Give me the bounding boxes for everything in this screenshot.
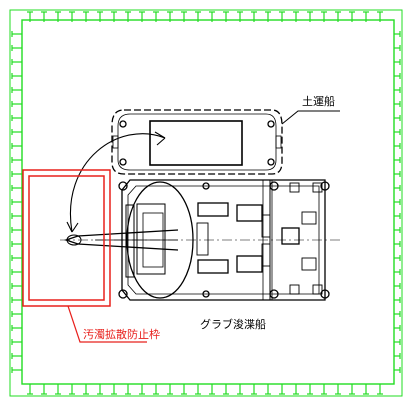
spud-well: [289, 284, 300, 295]
spud-well: [312, 182, 323, 193]
fender: [112, 135, 119, 149]
silt-frame-label: 汚濁拡散防止枠: [83, 327, 160, 341]
silt-fence-enclosure: [9, 9, 403, 397]
deck-fitting: [261, 243, 271, 267]
bollard: [202, 182, 210, 190]
bollard: [118, 289, 128, 299]
dredger-bow-frame: [125, 204, 135, 278]
barge-label: 土運船: [302, 94, 335, 108]
barge-hull-inner: [117, 113, 277, 171]
bollard: [118, 181, 128, 191]
stern-fitting: [301, 211, 317, 225]
spud-well: [312, 284, 323, 295]
crane-base: [136, 203, 166, 275]
bollard: [119, 120, 127, 128]
dredger-label: グラブ浚渫船: [200, 317, 266, 331]
bollard: [267, 120, 275, 128]
dredger-hull-inner: [127, 185, 320, 295]
bollard: [269, 181, 279, 191]
silt-frame-outer: [22, 169, 111, 307]
arrow-head-down: [66, 221, 79, 233]
bollard: [202, 290, 210, 298]
bollard: [267, 158, 275, 166]
arrow-head-right: [154, 131, 166, 146]
bollard: [320, 181, 330, 191]
fence-posts: [11, 11, 401, 395]
control-house: [281, 227, 300, 245]
silt-frame-inner: [28, 175, 105, 301]
barge: [111, 109, 283, 175]
boom-rest: [196, 222, 209, 256]
barge-hold: [149, 120, 243, 166]
fence-outer-line: [9, 9, 403, 397]
silt-frame-leader-line: [67, 305, 147, 343]
swing-arc-path: [69, 133, 166, 233]
silt-frame: [22, 169, 147, 343]
deck-winch: [197, 202, 229, 217]
deck-house: [236, 255, 263, 273]
grab-dredger: [118, 179, 330, 301]
barge-leader-line: [281, 110, 340, 125]
spud-well: [289, 182, 300, 193]
barge-hull: [111, 109, 283, 175]
barge-label-group: 土運船: [281, 94, 340, 125]
swing-arc: [66, 131, 166, 233]
deck-fitting: [261, 214, 271, 238]
bollard: [269, 289, 279, 299]
deck-winch: [197, 259, 229, 274]
deck-house: [236, 204, 263, 222]
fender: [275, 135, 282, 149]
bollard: [119, 158, 127, 166]
bollard: [320, 289, 330, 299]
stern-fitting: [301, 257, 317, 271]
